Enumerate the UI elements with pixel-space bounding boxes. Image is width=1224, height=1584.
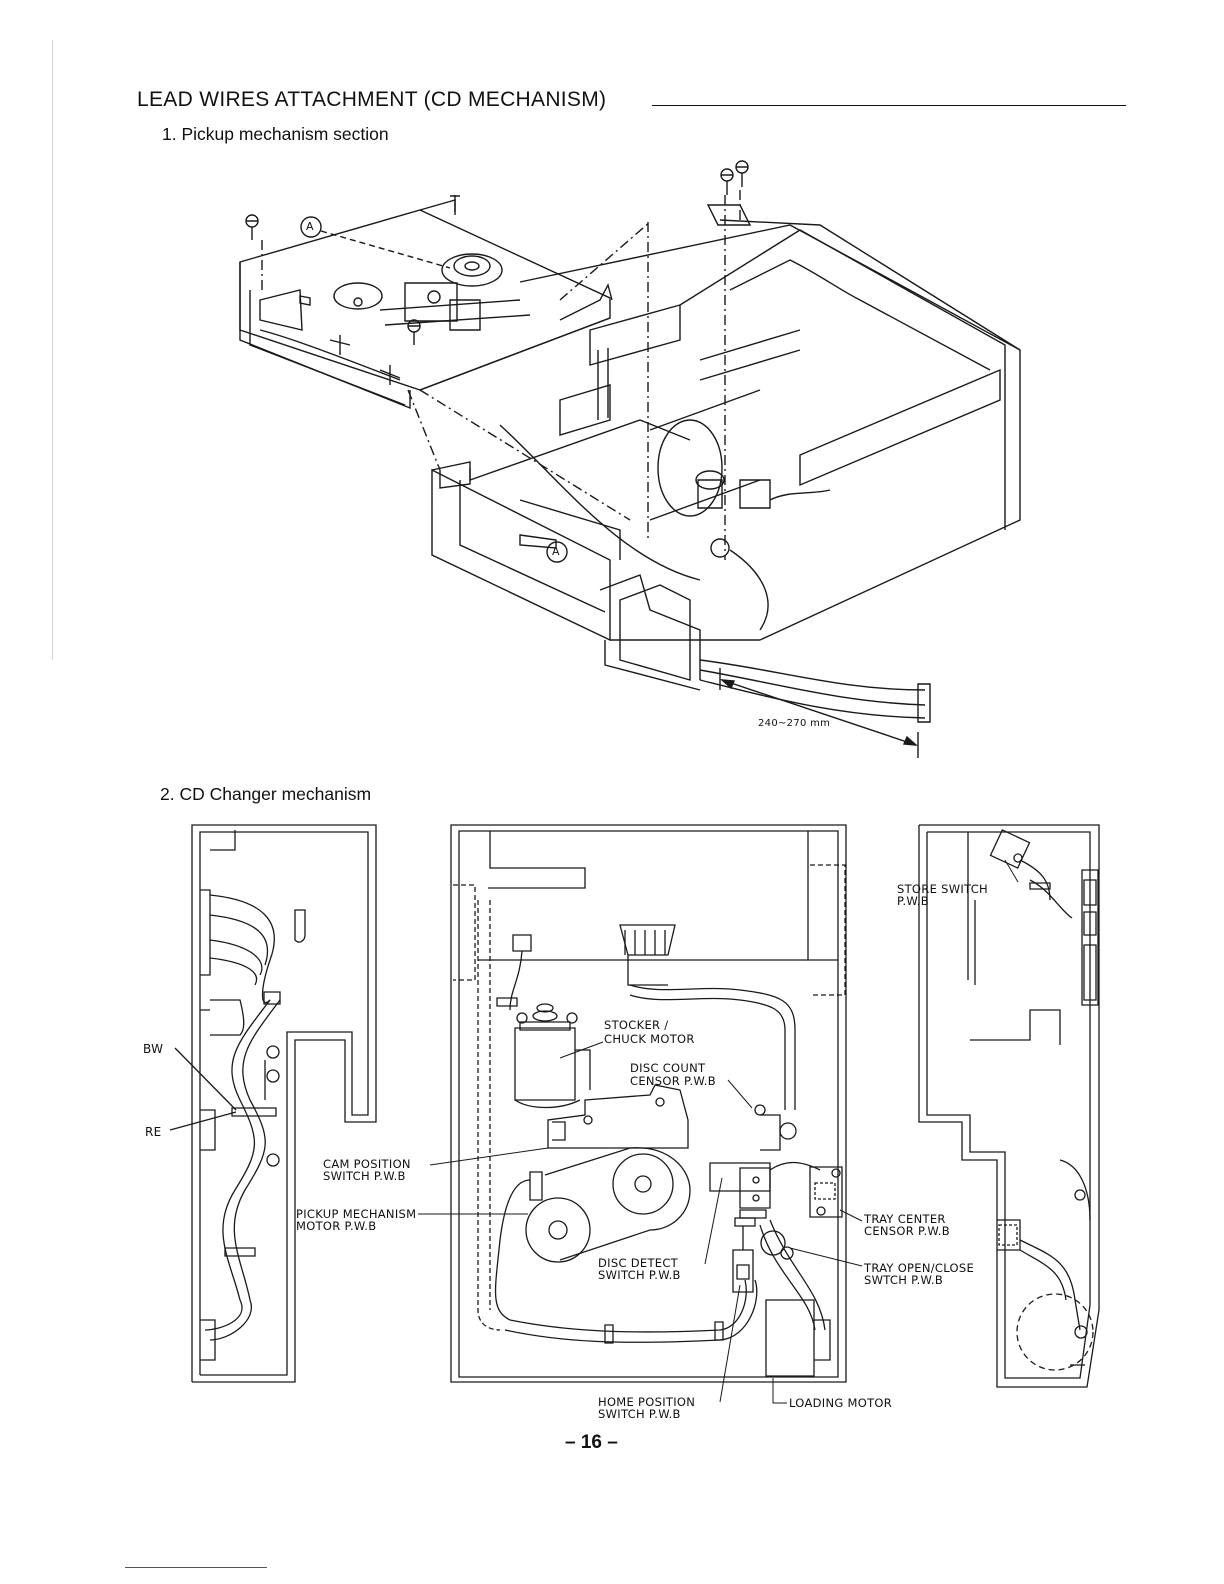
tray-open-close-label-line1: TRAY OPEN/CLOSE <box>864 1261 975 1275</box>
home-position-label-line2: SWITCH P.W.B <box>598 1407 681 1421</box>
leader-lines <box>418 860 1018 1403</box>
disc-count-label-line2: CENSOR P.W.B <box>630 1074 716 1088</box>
margin-guide-line <box>52 40 53 660</box>
tray-center-label-line2: CENSOR P.W.B <box>864 1224 950 1238</box>
disc-detect-label-line1: DISC DETECT <box>598 1256 678 1270</box>
dimension-arrow <box>720 668 918 758</box>
disc-detect-label-line2: SWITCH P.W.B <box>598 1268 681 1282</box>
screw-icon <box>246 161 750 345</box>
flat-cable <box>497 925 795 1110</box>
pickup-motor-label-line2: MOTOR P.W.B <box>296 1219 377 1233</box>
page-title: LEAD WIRES ATTACHMENT (CD MECHANISM) <box>137 88 607 111</box>
center-chassis <box>451 825 846 1382</box>
section-label-pickup: 1. Pickup mechanism section <box>162 124 389 144</box>
dimension-label: 240~270 mm <box>758 718 831 729</box>
store-switch-label-line1: STORE SWITCH <box>897 882 988 896</box>
re-wire-label: RE <box>145 1125 162 1139</box>
marker-a2-circle <box>547 542 567 562</box>
pickup-frame <box>240 195 612 408</box>
stocker-chuck-motor <box>515 1004 590 1108</box>
stocker-motor-label-line1: STOCKER / <box>604 1018 669 1032</box>
marker-a-circle <box>301 217 321 237</box>
right-side-panel <box>919 825 1099 1387</box>
tray-open-close-switch <box>755 1105 796 1259</box>
tray-center-censor-board <box>810 1167 842 1217</box>
stocker-motor-label-line2: CHUCK MOTOR <box>604 1032 695 1046</box>
marker-a2-label: A <box>552 545 560 558</box>
tray-center-label-line1: TRAY CENTER <box>864 1212 946 1226</box>
pickup-motor-label-line1: PICKUP MECHANISM <box>296 1207 417 1221</box>
center-wires <box>505 1163 825 1344</box>
title-rule <box>652 105 1126 106</box>
left-side-panel <box>192 825 376 1382</box>
left-panel-wires <box>170 895 280 1340</box>
assembly-guide-lines <box>262 190 740 560</box>
home-position-switch <box>733 1226 753 1292</box>
loading-motor-label: LOADING MOTOR <box>789 1396 893 1410</box>
footer-rule <box>125 1567 267 1568</box>
bw-wire-label: BW <box>143 1042 164 1056</box>
section-label-changer: 2. CD Changer mechanism <box>160 784 372 804</box>
cam-position-label-line1: CAM POSITION <box>323 1157 411 1171</box>
tray-open-close-label-line2: SWTCH P.W.B <box>864 1273 944 1287</box>
loading-motor <box>766 1300 830 1376</box>
disc-count-label-line1: DISC COUNT <box>630 1061 706 1075</box>
pickup-spindle <box>334 254 530 330</box>
store-switch-label-line2: P.W.B <box>897 894 929 908</box>
chassis-motor-assembly <box>560 348 830 630</box>
changer-chassis <box>432 220 1020 690</box>
lead-wire-bundle <box>500 425 930 722</box>
pickup-motor-assembly <box>496 1148 690 1320</box>
cam-position-label-line2: SWITCH P.W.B <box>323 1169 406 1183</box>
home-position-label-line1: HOME POSITION <box>598 1395 696 1409</box>
right-panel-wires <box>990 830 1087 1338</box>
marker-a-label: A <box>306 220 314 233</box>
disc-count-censor-board <box>548 1085 688 1148</box>
page-number: – 16 – <box>565 1432 618 1453</box>
